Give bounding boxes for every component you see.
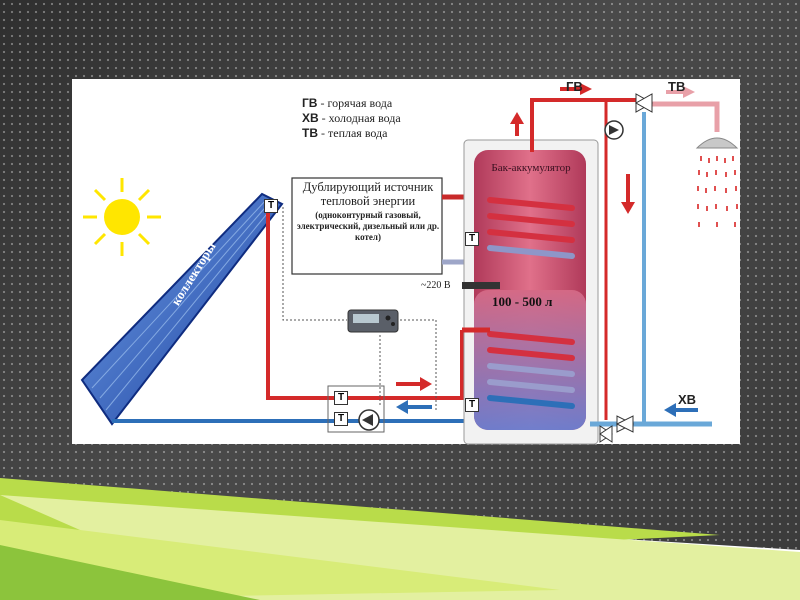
backup-source-box <box>291 177 443 275</box>
voltage-label: ~220 В <box>421 280 451 291</box>
warm-water-label: ТВ <box>668 79 686 94</box>
temperature-sensor: Т <box>465 232 479 246</box>
solar-collector <box>80 192 284 426</box>
tank-volume-label: 100 - 500 л <box>492 294 553 309</box>
warm-flow-arrow <box>683 86 695 98</box>
cold-flow-arrow <box>396 400 698 417</box>
cold-water-label: ХВ <box>678 392 697 407</box>
check-valve-icon <box>599 415 635 443</box>
temperature-sensor: Т <box>334 412 348 426</box>
legend-item-cold: ХВ - холодная вода <box>302 111 401 125</box>
tank-label: Бак-аккумулятор <box>491 162 571 174</box>
legend-item-warm: ТВ - теплая вода <box>302 126 388 140</box>
sun-icon <box>83 178 161 256</box>
controller-unit <box>347 309 399 333</box>
legend-item-hot: ГВ - горячая вода <box>302 96 393 110</box>
mixing-valve-icon <box>634 93 654 113</box>
recirculation-pump-icon <box>604 120 624 140</box>
slide-decoration <box>0 478 800 600</box>
storage-tank <box>462 139 599 445</box>
hot-water-label: ГВ <box>566 79 583 94</box>
hot-flow-arrow <box>396 83 635 391</box>
temperature-sensor: Т <box>465 398 479 412</box>
temperature-sensor: Т <box>334 391 348 405</box>
backup-source-label: Дублирующий источник тепловой энергии (о… <box>295 180 441 243</box>
solar-pump-icon <box>358 409 380 431</box>
temperature-sensor: Т <box>264 199 278 213</box>
shower-icon <box>695 137 739 227</box>
backup-source-title: Дублирующий источник тепловой энергии <box>302 180 434 208</box>
legend: ГВ - горячая вода ХВ - холодная вода ТВ … <box>302 96 401 141</box>
backup-source-details: (одноконтурный газовый, электрический, д… <box>296 210 440 242</box>
